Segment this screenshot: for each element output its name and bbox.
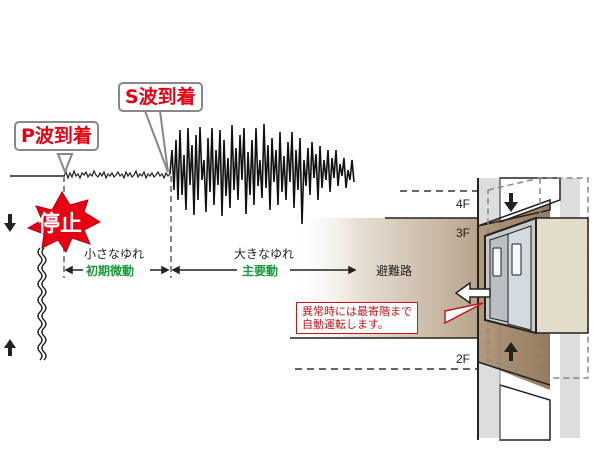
exit-arrow xyxy=(454,281,491,305)
initial-phase-name: 初期微動 xyxy=(86,264,135,278)
shaft-arrow-down xyxy=(504,193,518,212)
floor-label-4f: 4F xyxy=(456,197,471,211)
main-phase-caption: 大きなゆれ xyxy=(234,247,295,261)
floor-label-2f: 2F xyxy=(456,352,471,366)
note-line-2: 自動運転します。 xyxy=(302,318,389,331)
seismograph xyxy=(10,123,355,225)
note-line-1: 異常時には最寄階まで xyxy=(302,305,412,318)
p-wave-callout: P波到着 xyxy=(14,121,99,151)
elevator-car xyxy=(484,216,589,335)
left-arrow-down xyxy=(4,214,16,232)
evacuation-route-label: 避難路 xyxy=(376,264,413,278)
initial-phase-caption: 小さなゆれ xyxy=(84,247,145,261)
shaft-arrow-up xyxy=(504,342,518,361)
s-wave-callout: S波到着 xyxy=(118,82,203,112)
stop-burst xyxy=(26,191,102,254)
elevator-cable xyxy=(37,247,43,361)
stop-badge: 停止 xyxy=(38,212,83,237)
corridor-area xyxy=(290,190,478,370)
phase-arrows xyxy=(64,265,357,275)
left-arrow-up xyxy=(4,339,16,356)
auto-operation-note: 異常時には最寄階まで 自動運転します。 xyxy=(296,302,418,334)
main-phase-name: 主要動 xyxy=(242,264,279,278)
floor-label-3f: 3F xyxy=(456,226,471,240)
